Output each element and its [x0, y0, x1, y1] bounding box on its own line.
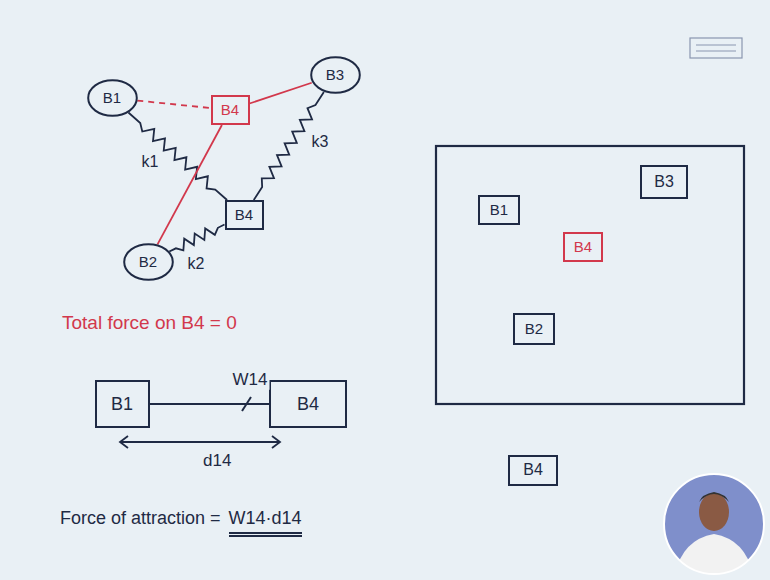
- block-box: B1: [95, 380, 150, 428]
- block-box: B2: [513, 313, 555, 345]
- spring-connector: [169, 225, 224, 252]
- block-circle: B1: [87, 79, 138, 117]
- block-circle: B3: [310, 56, 361, 94]
- dimension-arrow: [120, 436, 280, 448]
- block-box: B4: [563, 232, 603, 262]
- block-label: B4: [221, 101, 239, 118]
- equation-text: Force of attraction =: [60, 508, 221, 530]
- block-label: B3: [654, 173, 674, 191]
- block-box: B4: [225, 200, 264, 230]
- link-line: [250, 83, 312, 104]
- link-line: [158, 125, 222, 244]
- annotation-note: Total force on B4 = 0: [62, 312, 237, 335]
- block-box: B1: [478, 195, 520, 225]
- edge-label: k3: [310, 132, 331, 151]
- block-box: B4: [269, 380, 347, 428]
- block-box: B4: [508, 455, 558, 486]
- block-label: B1: [103, 89, 121, 106]
- block-label: B4: [574, 238, 592, 255]
- block-label: B4: [523, 461, 543, 479]
- block-box: B3: [640, 165, 688, 199]
- block-box: B4: [211, 95, 250, 125]
- logo-stamp: [690, 38, 742, 58]
- block-label: B1: [111, 394, 133, 415]
- spring-connector: [128, 113, 227, 200]
- equation-term: W14·d14: [229, 508, 302, 537]
- presenter-inset: [664, 474, 764, 580]
- block-label: B2: [139, 253, 157, 270]
- block-label: B4: [235, 206, 253, 223]
- block-label: B3: [326, 66, 344, 83]
- edge-label: k2: [186, 254, 207, 273]
- block-circle: B2: [123, 243, 174, 281]
- block-label: B2: [525, 320, 543, 337]
- edge-label: W14: [231, 370, 270, 390]
- block-label: B1: [490, 201, 508, 218]
- link-line: [150, 403, 270, 405]
- layout-region: [436, 146, 744, 404]
- link-line: [137, 101, 210, 108]
- edge-label: k1: [140, 152, 161, 171]
- dimension-label: d14: [203, 451, 231, 471]
- block-label: B4: [297, 394, 319, 415]
